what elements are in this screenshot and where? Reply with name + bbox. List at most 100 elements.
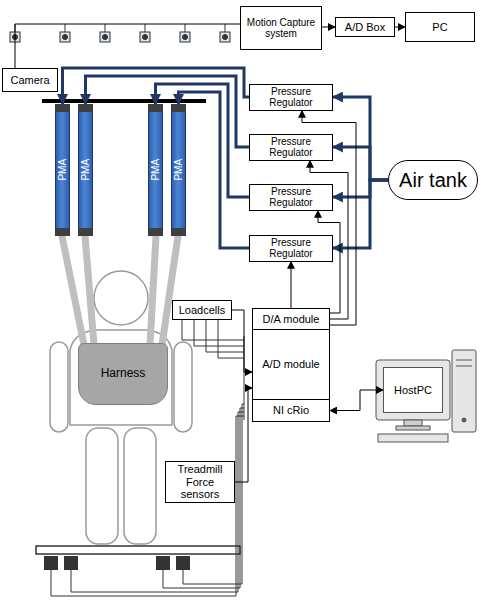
node-label: Motion Capture system (241, 17, 321, 39)
text-group: PC (431, 21, 448, 34)
regulator-box: Pressure Regulator (249, 134, 333, 161)
node-label: Pressure Regulator (250, 237, 332, 259)
node-label: Pressure Regulator (250, 86, 332, 108)
air-line (333, 180, 388, 197)
wire (182, 320, 244, 340)
text-group: NI cRio (272, 404, 310, 417)
monitor-stand (404, 420, 422, 426)
drive-slot (456, 366, 472, 367)
muscle-actuator: PMA (148, 104, 163, 236)
node-label: HostPC (393, 384, 433, 397)
keyboard (378, 434, 448, 442)
force-sensor (64, 556, 78, 570)
monitor (376, 360, 450, 420)
right-arm (174, 342, 192, 432)
node-label: PMA (150, 158, 162, 182)
text-group: Camera (9, 74, 50, 87)
node-label: Treadmill Force sensors (166, 463, 234, 501)
text-group: Pressure Regulator (250, 136, 332, 158)
camera-stub (185, 24, 186, 32)
text-group: Air tank (398, 169, 468, 192)
process-box: Motion Capture system (240, 6, 322, 50)
camera-stub (145, 24, 146, 32)
wire (51, 416, 244, 596)
wire (163, 408, 244, 588)
harness-shape: Harness (78, 343, 168, 405)
signal-line (318, 211, 340, 314)
text-group: D/A module (262, 313, 321, 326)
text-group: Motion Capture system (241, 17, 321, 39)
camera-lens (183, 35, 188, 40)
muscle-actuator: PMA (171, 104, 186, 236)
loadcell-wires (182, 320, 244, 420)
camera-lens (63, 35, 68, 40)
wire (218, 320, 244, 358)
text-group: Treadmill Force sensors (166, 463, 234, 501)
air-line (333, 97, 388, 180)
muscle-actuator: PMA (55, 104, 70, 236)
signal-line (330, 390, 383, 411)
air-line (156, 84, 250, 197)
strap (150, 236, 156, 345)
force-sensor (44, 556, 58, 570)
camera-stub (65, 24, 66, 32)
treadmill (36, 404, 244, 596)
right-leg (124, 428, 156, 544)
air-line (333, 147, 388, 180)
camera-stub (225, 24, 226, 32)
node-label: PC (431, 21, 448, 34)
camera-icon (100, 32, 110, 42)
process-box: PC (405, 12, 475, 42)
muscle-actuator: PMA (78, 104, 93, 236)
pc-tower (452, 350, 476, 432)
process-box: A/D module (252, 329, 330, 400)
text-group: PMA (150, 158, 162, 182)
camera-icon (180, 32, 190, 42)
node-label: Pressure Regulator (250, 136, 332, 158)
monitor-screen: HostPC (383, 367, 443, 413)
process-box: NI cRio (252, 399, 330, 422)
process-box: Loadcells (172, 300, 232, 320)
torso (70, 330, 172, 425)
process-box: Camera (2, 68, 58, 92)
wire (206, 320, 244, 352)
force-sensor (156, 556, 170, 570)
air-line (179, 92, 250, 248)
node-label: A/D module (261, 358, 320, 371)
head (94, 271, 148, 325)
node-label: NI cRio (272, 404, 310, 417)
process-box: D/A module (252, 308, 330, 330)
text-group: A/D module (261, 358, 320, 371)
force-sensor (176, 556, 190, 570)
node-label: Camera (9, 74, 50, 87)
regulator-box: Pressure Regulator (249, 84, 333, 111)
text-group: PMA (173, 158, 185, 182)
camera-lens (103, 35, 108, 40)
camera-icon (60, 32, 70, 42)
text-group: Pressure Regulator (250, 237, 332, 259)
human-figure (50, 271, 192, 544)
signal-line (395, 27, 405, 28)
air-tank: Air tank (388, 160, 478, 200)
regulator-box: Pressure Regulator (249, 235, 333, 262)
text-group: Loadcells (178, 304, 226, 317)
harness-straps (62, 236, 178, 345)
air-line (333, 180, 388, 248)
left-leg (86, 428, 118, 544)
strap (85, 236, 94, 345)
process-box: A/D Box (335, 17, 395, 37)
signal-line (15, 24, 240, 68)
power-button (462, 418, 466, 422)
node-label: Air tank (398, 169, 468, 192)
camera-lens (143, 35, 148, 40)
camera-lens (223, 35, 228, 40)
wire (194, 320, 244, 346)
node-label: PMA (80, 158, 92, 182)
signal-line (322, 27, 335, 28)
camera-stub (105, 24, 106, 32)
drive-slot (456, 360, 472, 361)
process-box: Treadmill Force sensors (165, 461, 235, 503)
node-label: Loadcells (178, 304, 226, 317)
